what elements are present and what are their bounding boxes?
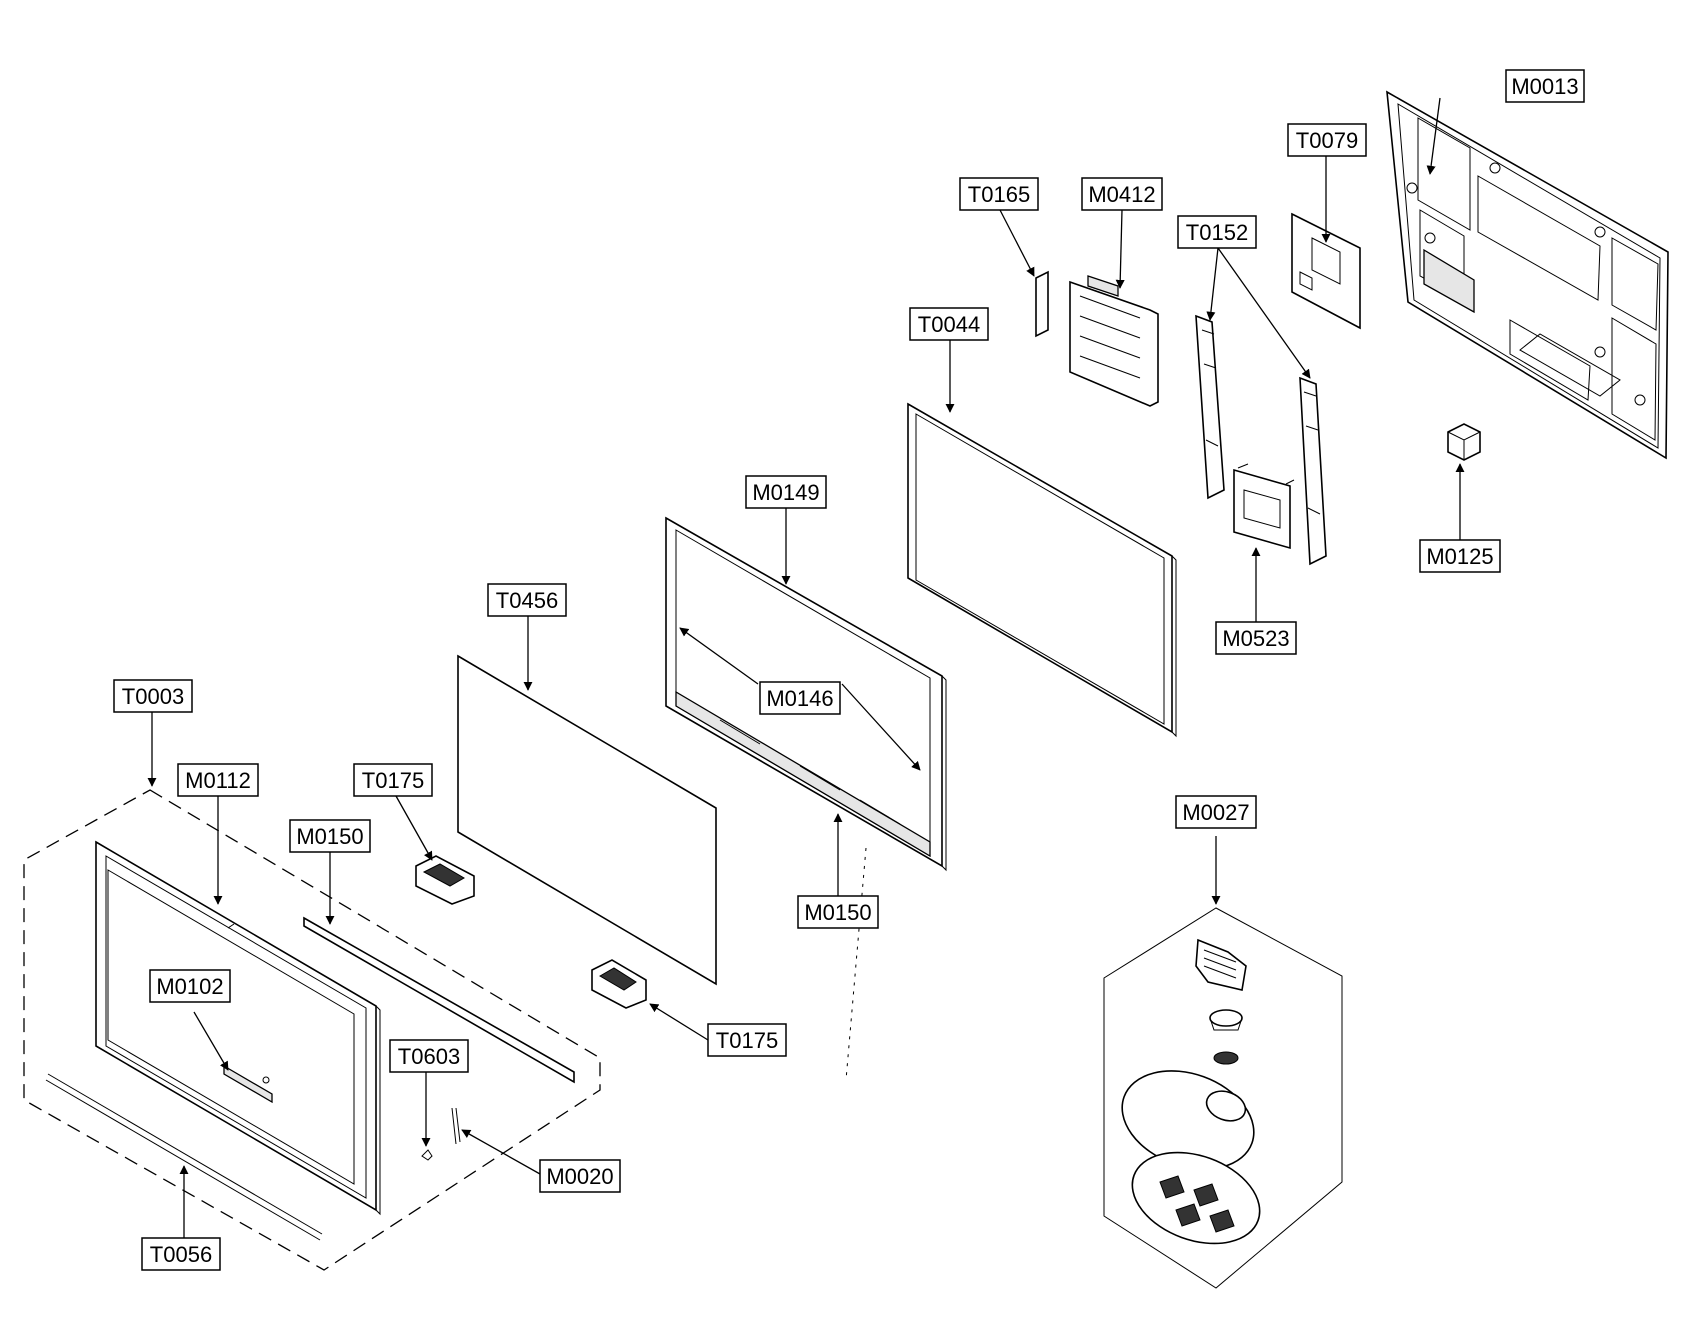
label-T0044: T0044	[909, 307, 989, 341]
label-T0165: T0165	[959, 177, 1039, 211]
stand-bracket-right-part	[1299, 376, 1327, 566]
screw-parts	[421, 1107, 461, 1161]
svg-text:T0456: T0456	[496, 588, 558, 613]
side-bracket-part	[1035, 270, 1159, 407]
label-T0456: T0456	[487, 583, 567, 617]
svg-text:T0003: T0003	[122, 684, 184, 709]
svg-text:T0603: T0603	[398, 1044, 460, 1069]
label-T0175-bottom: T0175	[707, 1023, 787, 1057]
svg-text:T0056: T0056	[150, 1242, 212, 1267]
stand-neck-part	[1195, 938, 1247, 1065]
stand-base-part	[1121, 1070, 1261, 1245]
svg-text:T0165: T0165	[968, 182, 1030, 207]
svg-text:M0027: M0027	[1182, 800, 1249, 825]
svg-text:T0152: T0152	[1186, 220, 1248, 245]
label-M0125: M0125	[1419, 539, 1501, 573]
leader-lines	[147, 97, 1465, 1240]
label-M0523: M0523	[1215, 621, 1297, 655]
svg-text:M0146: M0146	[766, 686, 833, 711]
label-M0149: M0149	[745, 475, 827, 509]
small-board-part	[1291, 212, 1361, 330]
label-T0056: T0056	[141, 1237, 221, 1271]
stand-bracket-left-part	[1195, 314, 1225, 500]
label-T0175-top: T0175	[353, 763, 433, 797]
svg-text:M0150: M0150	[804, 900, 871, 925]
front-assembly-outline	[23, 789, 601, 1271]
center-mount-bracket-part	[1233, 463, 1295, 550]
svg-text:M0020: M0020	[546, 1164, 613, 1189]
panel-module-part	[907, 402, 1177, 738]
svg-text:M0112: M0112	[185, 768, 251, 793]
label-T0603: T0603	[389, 1039, 469, 1073]
connector-block-part	[1447, 423, 1481, 461]
label-T0079: T0079	[1287, 123, 1367, 157]
svg-text:M0149: M0149	[752, 480, 819, 505]
svg-text:T0044: T0044	[918, 312, 980, 337]
svg-text:T0175: T0175	[362, 768, 424, 793]
svg-text:M0013: M0013	[1511, 74, 1578, 99]
logo-badge-part	[223, 1064, 273, 1104]
svg-text:M0150: M0150	[296, 824, 363, 849]
rear-cover-part	[1386, 90, 1669, 460]
side-strip-part	[303, 916, 575, 1084]
svg-text:T0175: T0175	[716, 1028, 778, 1053]
label-M0102: M0102	[149, 969, 231, 1003]
label-M0013: M0013	[1505, 69, 1585, 103]
label-T0152: T0152	[1177, 215, 1257, 249]
svg-text:M0125: M0125	[1426, 544, 1493, 569]
bottom-strip-part	[45, 1073, 323, 1241]
svg-text:M0523: M0523	[1222, 626, 1289, 651]
label-M0020: M0020	[539, 1159, 621, 1193]
label-M0027: M0027	[1175, 795, 1257, 829]
label-M0412: M0412	[1081, 177, 1163, 211]
stand-assembly-outline	[1103, 907, 1343, 1289]
alignment-guide-lines	[845, 847, 867, 1081]
filter-sheet-part	[457, 654, 717, 986]
front-bezel-part	[95, 840, 381, 1216]
svg-text:M0412: M0412	[1088, 182, 1155, 207]
speaker-bottom-part	[591, 959, 647, 1009]
svg-text:M0102: M0102	[156, 974, 223, 999]
label-M0146: M0146	[759, 681, 841, 715]
svg-text:T0079: T0079	[1296, 128, 1358, 153]
label-T0003: T0003	[113, 679, 193, 713]
label-M0150-mid: M0150	[797, 895, 879, 929]
label-M0150-left: M0150	[289, 819, 371, 853]
label-M0112: M0112	[177, 763, 259, 797]
speaker-top-part	[415, 855, 475, 905]
